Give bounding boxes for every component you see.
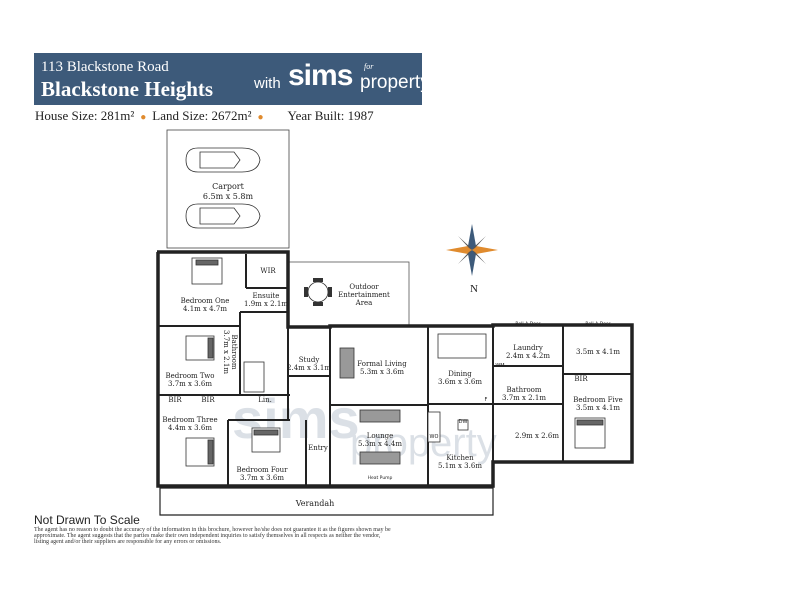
bedroom-two-name: Bedroom Two [165, 372, 214, 380]
bedroom-four-dims: 3.7m x 3.6m [240, 474, 284, 482]
brand-logo-sims: sims [288, 59, 353, 92]
bathroom-dims: 3.7m x 2.1m [222, 330, 230, 374]
dishwasher-label: DW [459, 419, 468, 425]
outdoor-label: Area [355, 299, 373, 307]
entry-label: Entry [308, 444, 328, 452]
bathroom2-name: Bathroom [506, 386, 541, 394]
formal-living-dims: 5.3m x 3.6m [360, 368, 404, 376]
room-dims: 3.5m x 4.1m [576, 348, 620, 356]
house-size: House Size: 281m² [35, 108, 135, 123]
svg-text:sims: sims [232, 387, 360, 450]
laundry-name: Laundry [513, 344, 543, 352]
laundry-dims: 2.4m x 4.2m [506, 352, 550, 360]
wir-label: WIR [260, 267, 276, 275]
bullet-icon: ● [140, 112, 147, 123]
bedroom-five-name: Bedroom Five [573, 396, 623, 404]
bedroom-five-dims: 3.5m x 4.1m [576, 404, 620, 412]
kitchen-dims: 5.1m x 3.6m [438, 462, 482, 470]
study-dims: 2.4m x 3.1m [287, 364, 331, 372]
room-labels: Bedroom One 4.1m x 4.7m WIR Ensuite 1.9m… [162, 267, 622, 508]
brand-with-text: with [254, 75, 281, 92]
outdoor-label: Outdoor [349, 283, 379, 291]
kitchen-name: Kitchen [446, 454, 474, 462]
carport: Carport 6.5m x 5.8m [166, 129, 290, 249]
watermark-logo: sims property [232, 387, 497, 465]
bir-label: BIR [201, 396, 215, 404]
heat-pump-label: Heat Pump [368, 475, 393, 481]
bir-label: BIR [168, 396, 182, 404]
bedroom-one-dims: 4.1m x 4.7m [183, 305, 227, 313]
bedroom-one-name: Bedroom One [181, 297, 230, 305]
ensuite-name: Ensuite [253, 292, 280, 300]
interior-walls [158, 254, 632, 486]
land-size: Land Size: 2672m² [152, 108, 252, 123]
brand-logo-for: for [364, 62, 374, 71]
bedroom-four-name: Bedroom Four [237, 466, 289, 474]
roll-a-door-label: Roll-A-Door [515, 321, 540, 327]
brand-logo-property: property [360, 72, 430, 93]
bathroom-name: Bathroom [230, 334, 238, 369]
bullet-icon: ● [257, 112, 264, 123]
lounge-name: Lounge [367, 432, 394, 440]
room-dims: 2.9m x 2.6m [515, 432, 559, 440]
car-icon [185, 147, 261, 173]
compass-north-label: N [470, 283, 478, 295]
property-stats: House Size: 281m² ● Land Size: 2672m² ● Year… [35, 108, 374, 124]
linen-label: Lin. [258, 396, 272, 404]
bedroom-three-dims: 4.4m x 3.6m [168, 424, 212, 432]
furniture [185, 257, 606, 467]
fridge-label: F [485, 397, 488, 403]
property-suburb: Blackstone Heights [41, 77, 214, 101]
not-to-scale-note: Not Drawn To Scale [34, 513, 140, 527]
roll-a-door-label: Roll-A-Door [585, 321, 610, 327]
compass-rose-icon [446, 224, 498, 276]
dining-dims: 3.6m x 3.6m [438, 378, 482, 386]
ensuite-dims: 1.9m x 2.1m [244, 300, 288, 308]
carport-dims: 6.5m x 5.8m [203, 192, 254, 201]
wall-oven-label: WO [430, 434, 439, 440]
outdoor-entertainment-area: Outdoor Entertainment Area [288, 261, 410, 328]
car-icon [185, 203, 261, 229]
property-address: 113 Blackstone Road [41, 59, 169, 75]
bedroom-three-name: Bedroom Three [162, 416, 217, 424]
bathroom2-dims: 3.7m x 2.1m [502, 394, 546, 402]
washing-machine-label: WM [495, 363, 504, 369]
carport-name: Carport [212, 182, 244, 191]
lounge-dims: 5.3m x 4.4m [358, 440, 402, 448]
outdoor-label: Entertainment [338, 291, 390, 299]
formal-living-name: Formal Living [357, 360, 407, 368]
dining-name: Dining [448, 370, 472, 378]
bedroom-two-dims: 3.7m x 3.6m [168, 380, 212, 388]
disclaimer-text: The agent has no reason to doubt the acc… [34, 527, 391, 545]
year-built: Year Built: 1987 [287, 108, 374, 123]
verandah-label: Verandah [295, 499, 335, 508]
header-banner: 113 Blackstone Road Blackstone Heights w… [34, 53, 430, 105]
bir-label: BIR [574, 375, 588, 383]
study-name: Study [299, 356, 320, 364]
